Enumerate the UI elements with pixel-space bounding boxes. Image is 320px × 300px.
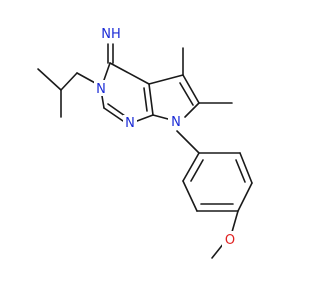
atom-labels: NH N N N O bbox=[94, 24, 238, 248]
bond-c7a-c4a-double bbox=[143, 87, 148, 112]
bond-c4-n3 bbox=[103, 62, 111, 81]
atom-n1: N bbox=[125, 116, 135, 131]
bonds bbox=[37, 43, 253, 259]
atom-n3: N bbox=[96, 82, 106, 97]
bond-c2-n1 bbox=[103, 107, 124, 122]
atom-o-methoxy: O bbox=[225, 233, 235, 248]
bond-n3-ch2 bbox=[76, 72, 98, 85]
bond-c4a-c4 bbox=[109, 62, 150, 85]
bond-n7-aryl bbox=[176, 130, 200, 154]
atom-n7: N bbox=[171, 115, 181, 130]
bond-c7a-c4a bbox=[148, 83, 154, 116]
bond-n3-c2 bbox=[101, 95, 105, 109]
bond-ch-ch3a bbox=[37, 68, 62, 91]
bond-c5-c6-double bbox=[179, 82, 194, 106]
bond-ar6-ar1-inner bbox=[190, 159, 204, 182]
bond-n1-c7a bbox=[136, 114, 154, 122]
bond-c5-c6 bbox=[182, 74, 200, 104]
molecule-structure-diagram: NH N N N O bbox=[37, 24, 253, 259]
bond-ar6-ar1 bbox=[182, 152, 200, 182]
bond-n7-c7a bbox=[152, 114, 169, 120]
bond-c2-n1-double bbox=[107, 103, 126, 117]
bond-ar3-ar4 bbox=[237, 182, 253, 212]
label-bg-n3 bbox=[94, 80, 108, 96]
label-bg-n1 bbox=[123, 115, 137, 131]
label-bg-imine bbox=[99, 24, 123, 42]
bond-ar2-ar3-inner bbox=[235, 159, 246, 183]
label-bg-o bbox=[222, 231, 238, 247]
atom-imine-nh: NH bbox=[101, 27, 121, 42]
bond-ar2-ar3 bbox=[239, 152, 253, 184]
bond-c4a-c5 bbox=[148, 74, 184, 85]
label-bg-n7 bbox=[168, 112, 184, 130]
bond-ar5-ar6 bbox=[182, 180, 198, 212]
bond-c6-n7 bbox=[184, 102, 200, 118]
bond-ch2-ch bbox=[60, 72, 78, 91]
bond-ar4-o bbox=[231, 210, 239, 233]
